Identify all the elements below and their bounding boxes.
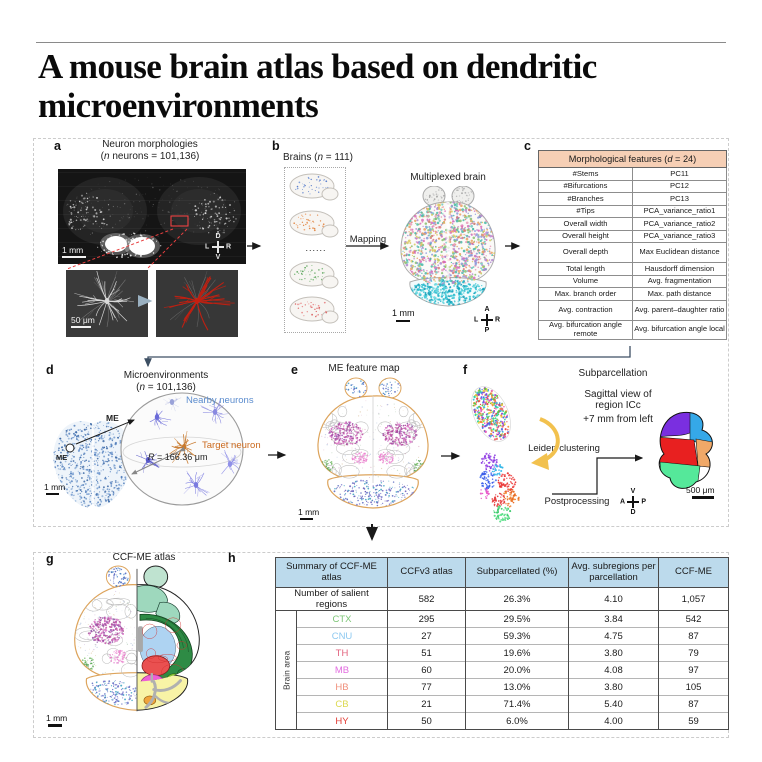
panel-a-label: a [54,139,61,153]
area-label: MB [296,661,388,679]
leiden-clustering-label: Leiden clustering [528,443,600,454]
radius-label: R = 166.36 μm [148,452,208,462]
target-neuron-label: Target neuron [202,440,261,451]
area-label: TH [296,644,388,662]
nearby-neurons-label: Nearby neurons [186,395,254,406]
table-row: Number of salient regions 582 26.3% 4.10… [275,587,729,611]
column-header: Subparcellated (%) [465,557,569,588]
area-label: CTX [296,610,388,628]
brain-sample-1 [289,173,339,201]
panel-g-title: CCF-ME atlas [112,552,176,563]
article-title-line1: A mouse brain atlas based on dendritic [38,47,597,86]
scalebar-500um: 500 μm [686,485,715,500]
panel-a-subtitle: (n neurons = 101,136) [100,151,200,162]
area-label: HY [296,712,388,730]
me-feature-map-image [317,377,429,509]
panel-f-title: Subparcellation [578,368,648,379]
mapping-label: Mapping [349,234,387,245]
brain-sample-2 [289,210,339,238]
zoom-region-box [170,215,189,227]
column-header: CCF-ME [658,557,729,588]
panel-e-title: ME feature map [328,363,400,374]
microenvironment-sphere [120,392,244,506]
scalebar-50um: 50 μm [71,315,95,329]
column-header: Summary of CCF-ME atlas [275,557,388,588]
panel-f-label: f [463,363,468,377]
panel-d-subtitle: (n = 101,136) [136,382,196,393]
area-label: CB [296,695,388,713]
postprocessing-label: Postprocessing [544,496,610,507]
brain-sample-4 [289,296,339,324]
subparcellated-region-image [658,411,713,489]
panel-c-label: c [524,139,531,153]
scalebar-1mm-d: 1 mm [44,482,65,496]
me-point-label: ME [56,453,68,462]
workflow-box-top [33,138,729,527]
scalebar-1mm-e: 1 mm [298,507,319,521]
me-arrow-label: ME [106,413,119,423]
scalebar-1mm-a: 1 mm [62,245,86,259]
panel-g-label: g [46,552,54,566]
scalebar-1mm-b: 1 mm [392,308,415,322]
column-header: Avg. subregions per parcellation [568,557,659,588]
sagittal-view-label-line2: region ICc [595,400,641,411]
me-cluster-scatter-clustered [479,452,520,523]
panel-h-label: h [228,551,236,565]
ccf-me-atlas-image [74,565,200,712]
brain-sample-3 [289,261,339,289]
me-cluster-scatter-raw [471,386,511,442]
scalebar-1mm-g: 1 mm [46,713,67,728]
multiplexed-brain-title: Multiplexed brain [410,172,486,183]
panel-d-title: Microenvironments [123,370,209,381]
article-title-line2: microenvironments [38,86,319,125]
brains-stack-box [284,167,346,333]
panel-e-label: e [291,363,298,377]
top-rule [36,42,726,43]
offset-label: +7 mm from left [583,414,653,425]
panel-a-neuron-traced-inset [156,270,238,337]
features-table-title: Morphological features (d = 24) [538,150,727,168]
area-label: CNU [296,627,388,645]
panel-a-title: Neuron morphologies [102,139,198,150]
brain-area-group-label: Brain area [275,610,297,730]
sagittal-view-label-line1: Sagittal view of [584,389,652,400]
brains-ellipsis: ...... [305,243,327,253]
panel-a-neuron-raw-inset [66,270,148,337]
article-title: A mouse brain atlas based on dendritic m… [38,47,738,125]
column-header: CCFv3 atlas [387,557,466,588]
table-header-row: Morphological features (d = 24) [538,150,727,168]
me-location-circle [65,443,75,453]
atlas-summary-table: Summary of CCF-ME atlas CCFv3 atlas Subp… [275,557,729,730]
panel-b-brains-title: Brains (n = 111) [283,152,353,163]
table-header-row: Summary of CCF-ME atlas CCFv3 atlas Subp… [275,557,729,588]
panel-b-label: b [272,139,280,153]
multiplexed-brain-image [400,186,496,307]
area-label: HB [296,678,388,696]
panel-d-label: d [46,363,54,377]
